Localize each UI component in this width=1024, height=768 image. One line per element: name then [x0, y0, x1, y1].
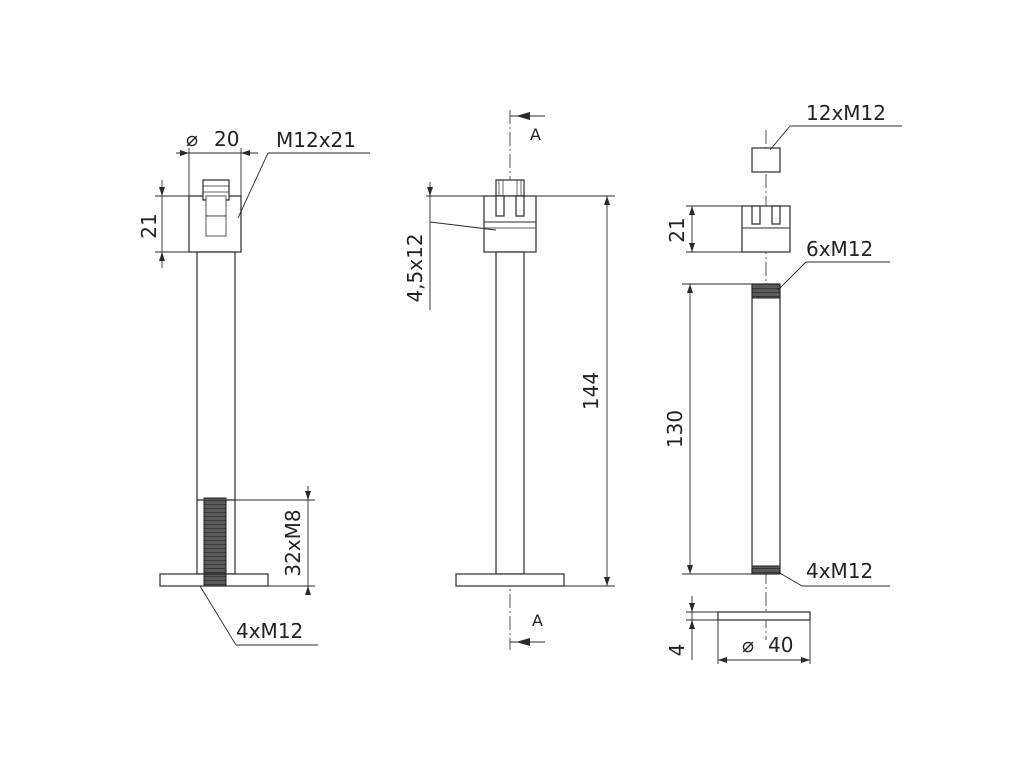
diameter-symbol: ⌀: [186, 127, 198, 151]
exploded-screw: [751, 147, 781, 173]
side-base-plate: [455, 573, 565, 587]
dim-height-21: 21: [137, 213, 161, 238]
label-4xm12-exploded: 4xM12: [806, 559, 873, 583]
label-m12x21: M12x21: [276, 128, 356, 152]
exploded-view: 12xM12 21 6xM12 130 4xM12: [663, 101, 902, 664]
section-cap: [188, 179, 242, 253]
side-view: A A 4,5x12: [403, 110, 615, 650]
dim-overall-144: 144: [579, 372, 603, 410]
side-cap: [483, 195, 537, 253]
dim-plate-4: 4: [665, 644, 689, 657]
label-12xm12: 12xM12: [806, 101, 886, 125]
exploded-cap: [741, 205, 791, 253]
dim-slot-4-5x12: 4,5x12: [403, 233, 427, 302]
label-4xm12-section: 4xM12: [236, 619, 303, 643]
side-stub: [495, 179, 525, 197]
diameter-symbol-40: ⌀: [742, 633, 754, 657]
dim-diameter-20: 20: [214, 127, 239, 151]
section-view: ⌀ 20 M12x21 21 32xM8 4xM12: [137, 127, 370, 646]
dim-diameter-40: 40: [768, 633, 793, 657]
section-mark-bottom: A: [532, 611, 543, 630]
exploded-base-plate: [717, 611, 811, 621]
section-mark-top: A: [530, 125, 541, 144]
section-thread: [203, 497, 227, 587]
section-rod: [196, 251, 236, 501]
dim-32xm8: 32xM8: [281, 509, 305, 576]
dim-cap-21: 21: [665, 217, 689, 242]
exploded-rod: [751, 283, 781, 575]
dim-rod-130: 130: [663, 410, 687, 448]
side-rod: [495, 251, 525, 575]
label-6xm12: 6xM12: [806, 237, 873, 261]
